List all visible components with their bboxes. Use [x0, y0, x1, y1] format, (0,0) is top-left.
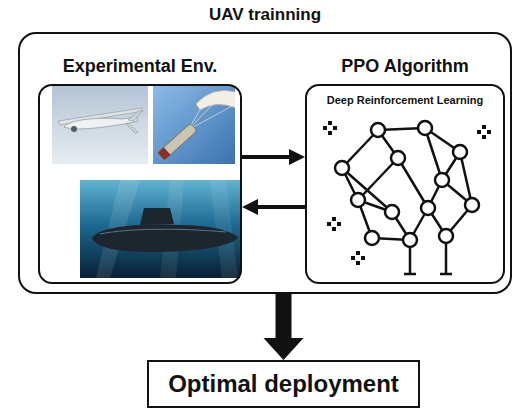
- group-title: UAV trainning: [0, 5, 525, 25]
- drone-photo: [52, 86, 148, 164]
- neuron: [335, 161, 349, 175]
- neuron: [421, 201, 435, 215]
- sparkle-symbol: [327, 217, 341, 231]
- neuron: [418, 121, 432, 135]
- drone-tail: [126, 123, 138, 133]
- drone-tail: [128, 110, 142, 121]
- environment-box: Experimental Env.: [38, 84, 242, 284]
- sparkle-symbol: [351, 251, 365, 265]
- group-box: Experimental Env. PPO AlgorithmDeep Reinf…: [18, 32, 512, 294]
- parachute-lines: [188, 103, 232, 130]
- neuron: [465, 198, 479, 212]
- flow-arrow: [242, 155, 289, 159]
- parachute-photo: [153, 86, 235, 164]
- submarine-hull: [92, 225, 238, 253]
- neuron: [439, 229, 453, 243]
- box-heading: Experimental Env.: [0, 56, 280, 77]
- neuron: [351, 193, 365, 207]
- sky: [52, 86, 148, 164]
- submarine-sail: [140, 208, 174, 225]
- sparkle-symbols: [323, 121, 491, 265]
- sparkle-symbol: [323, 121, 337, 135]
- algorithm-box: PPO AlgorithmDeep Reinforcement Learning: [305, 84, 505, 284]
- neuron: [391, 151, 405, 165]
- sonobuoy-body: [158, 123, 197, 160]
- sea: [80, 180, 240, 278]
- neuron: [435, 173, 449, 187]
- block-arrow: [264, 294, 304, 360]
- neuron: [453, 145, 467, 159]
- network-neurons: [335, 121, 479, 247]
- sky: [153, 86, 235, 164]
- result-label: Optimal deployment: [168, 370, 399, 398]
- neuron: [371, 123, 385, 137]
- flow-arrow: [258, 205, 305, 209]
- box-heading: PPO Algorithm: [267, 56, 525, 77]
- submarine-photo: [80, 180, 240, 278]
- drone-sensor: [71, 126, 77, 132]
- result-box: Optimal deployment: [147, 360, 420, 408]
- neuron: [403, 233, 417, 247]
- sonobuoy-cap: [158, 147, 171, 160]
- network-caption: Deep Reinforcement Learning: [307, 94, 503, 107]
- neural-network: [335, 121, 479, 274]
- network-links: [342, 128, 472, 240]
- sparkle-symbol: [477, 125, 491, 139]
- neuron: [365, 231, 379, 245]
- parachute-canopy: [196, 91, 235, 111]
- sonobuoy: [158, 123, 197, 160]
- neuron: [385, 205, 399, 219]
- hull-highlight: [100, 229, 226, 234]
